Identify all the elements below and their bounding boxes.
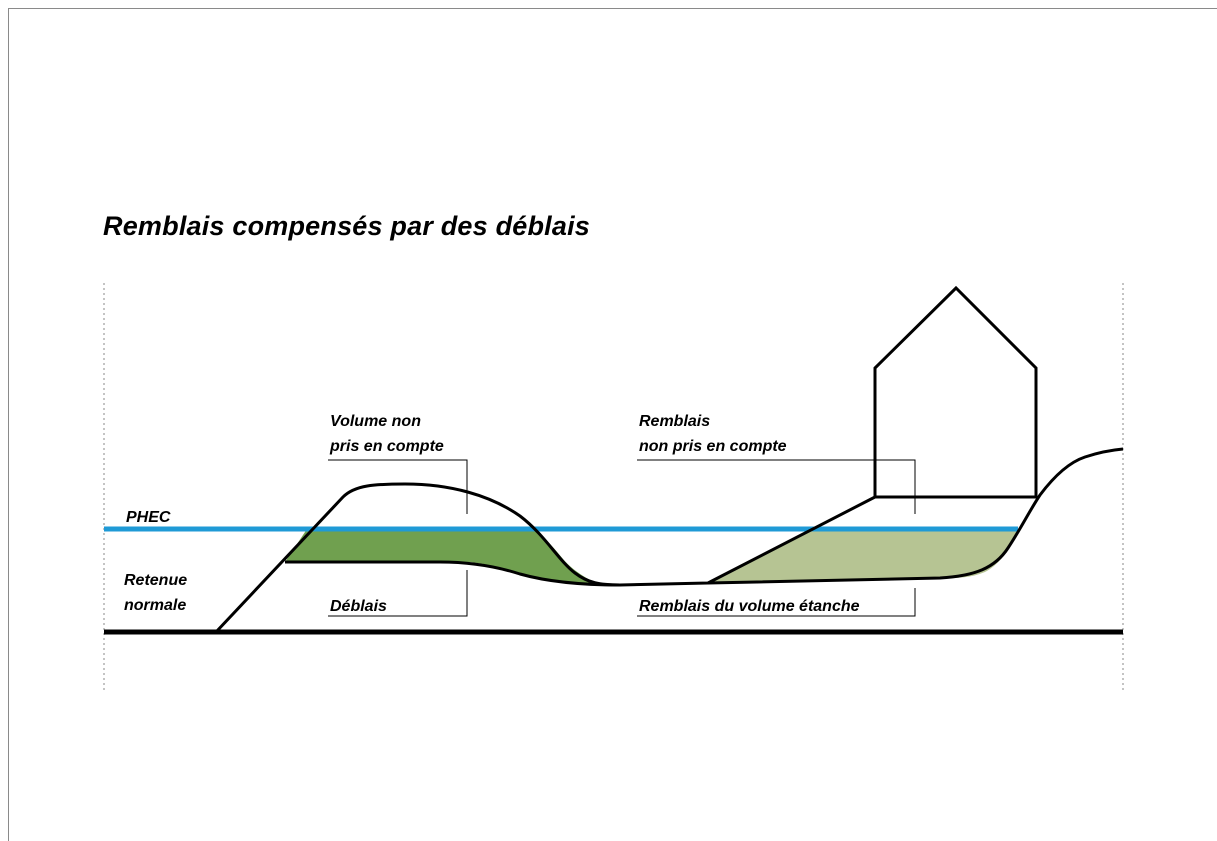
remblais-label-line2: non pris en compte [639, 438, 787, 455]
left-hill-outline [214, 482, 876, 634]
retenue-label-line2: normale [124, 597, 186, 614]
page-frame [8, 8, 1217, 841]
remblais-leader-line [637, 459, 916, 514]
volume-leader-line [328, 459, 468, 514]
deblais-leader-line [328, 570, 468, 617]
deblais-boundary [285, 560, 621, 587]
phec-label: PHEC [126, 509, 171, 526]
deblais-area [285, 529, 600, 585]
remblais-volume-label: Remblais du volume étanche [639, 598, 860, 615]
remblais-boundary [707, 447, 1124, 585]
remblais-volume-leader-line [637, 588, 916, 617]
house-outline [873, 285, 1038, 499]
deblais-label: Déblais [330, 598, 387, 615]
volume-label-line1: Volume non [330, 413, 421, 430]
volume-label-line2: pris en compte [329, 438, 444, 455]
remblais-volume-area [708, 529, 1018, 583]
diagram-title: Remblais compensés par des déblais [103, 211, 590, 241]
remblais-label-line1: Remblais [639, 413, 710, 430]
retenue-label-line1: Retenue [124, 572, 187, 589]
